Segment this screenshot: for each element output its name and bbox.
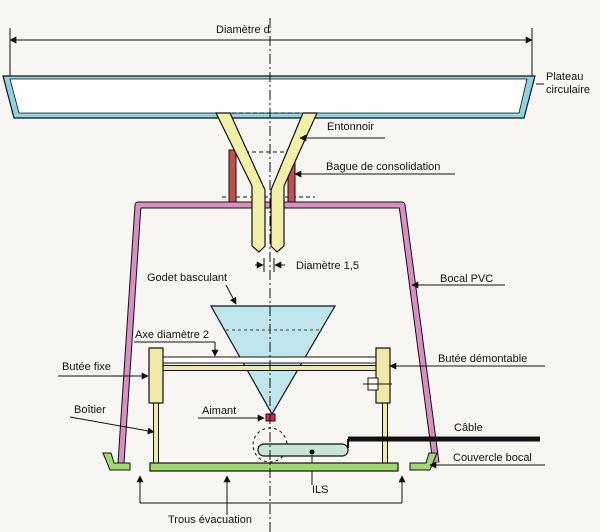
godet-label: Godet basculant: [147, 272, 227, 284]
couvercle-right: [409, 452, 438, 471]
ils-contact: [309, 449, 315, 455]
entonnoir-label: Entonnoir: [327, 121, 374, 133]
butee-fixe-label: Butée fixe: [62, 361, 111, 373]
ils-label: ILS: [312, 484, 329, 496]
godet-leader: [225, 284, 237, 305]
diametre-15-label: Diamètre 1,5: [296, 260, 359, 272]
bocal-label: Bocal PVC: [440, 273, 493, 285]
diameter-label: Diamètre d: [216, 24, 270, 36]
plateau-label-1: Plateau: [546, 71, 583, 83]
bague-left: [228, 149, 237, 203]
plateau-inner: [9, 78, 528, 114]
aimant-label: Aimant: [202, 405, 236, 417]
couvercle-left: [102, 452, 131, 471]
cable-label: Câble: [454, 422, 483, 434]
trous-label: Trous évacuation: [168, 514, 252, 526]
boitier-label: Boîtier: [74, 404, 106, 416]
butee-demontable-block: [375, 347, 391, 404]
axe-label: Axe diamètre 2: [135, 329, 209, 341]
butee-demontable-label: Butée démontable: [438, 353, 527, 365]
butee-fixe-block: [148, 347, 164, 404]
plateau-label-2: circulaire: [546, 84, 590, 96]
bague-label: Bague de consolidation: [326, 161, 440, 173]
boitier-leader: [69, 416, 155, 435]
axe-rod: [159, 356, 385, 364]
entonnoir-left-wall: [215, 112, 266, 253]
base-plate: [149, 462, 399, 472]
ils-capsule: [257, 443, 349, 457]
entonnoir-right-wall: [270, 112, 318, 253]
couvercle-label: Couvercle bocal: [453, 452, 532, 464]
